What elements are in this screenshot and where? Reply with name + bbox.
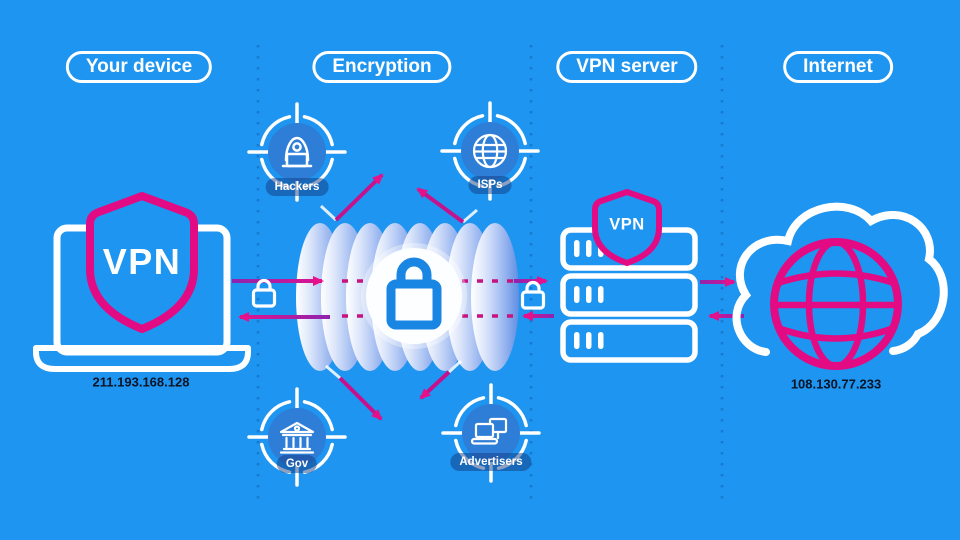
blocked-threat-arrows (319, 173, 478, 421)
threat-label-isps: ISPs (468, 176, 512, 194)
traffic-arrows-tunnel-server (514, 276, 554, 321)
padlock-icon (386, 257, 442, 330)
threat-label-advertisers: Advertisers (450, 453, 532, 471)
globe-icon (770, 238, 902, 370)
section-label-encryption: Encryption (312, 51, 452, 83)
internet-ip-address: 108.130.77.233 (790, 376, 882, 392)
encryption-tunnel (296, 223, 519, 371)
server-leds (574, 240, 604, 349)
hacker-target-icon (247, 102, 347, 202)
laptop-icon (33, 192, 251, 372)
vpn-shield-icon (86, 192, 198, 333)
vpn-shield-icon (592, 189, 662, 266)
section-label-vpn-server: VPN server (556, 51, 698, 83)
threat-label-hackers: Hackers (265, 178, 329, 196)
devices-target-icon (441, 383, 541, 483)
section-label-your-device: Your device (65, 51, 213, 83)
small-padlock-icon (251, 278, 277, 308)
server-badge-label: VPN (609, 215, 645, 234)
cloud-globe-icon (732, 202, 948, 370)
traffic-arrows-device-tunnel (232, 276, 330, 322)
device-shield-label: VPN (102, 241, 182, 282)
server-stack-icon (560, 189, 698, 363)
globe-target-icon (440, 101, 540, 201)
small-padlock-icon (520, 280, 546, 310)
threat-label-gov: Gov (276, 455, 318, 473)
cloud-icon (732, 202, 948, 356)
section-label-internet: Internet (783, 51, 893, 83)
device-ip-address: 211.193.168.128 (92, 374, 190, 390)
government-target-icon (247, 387, 347, 487)
